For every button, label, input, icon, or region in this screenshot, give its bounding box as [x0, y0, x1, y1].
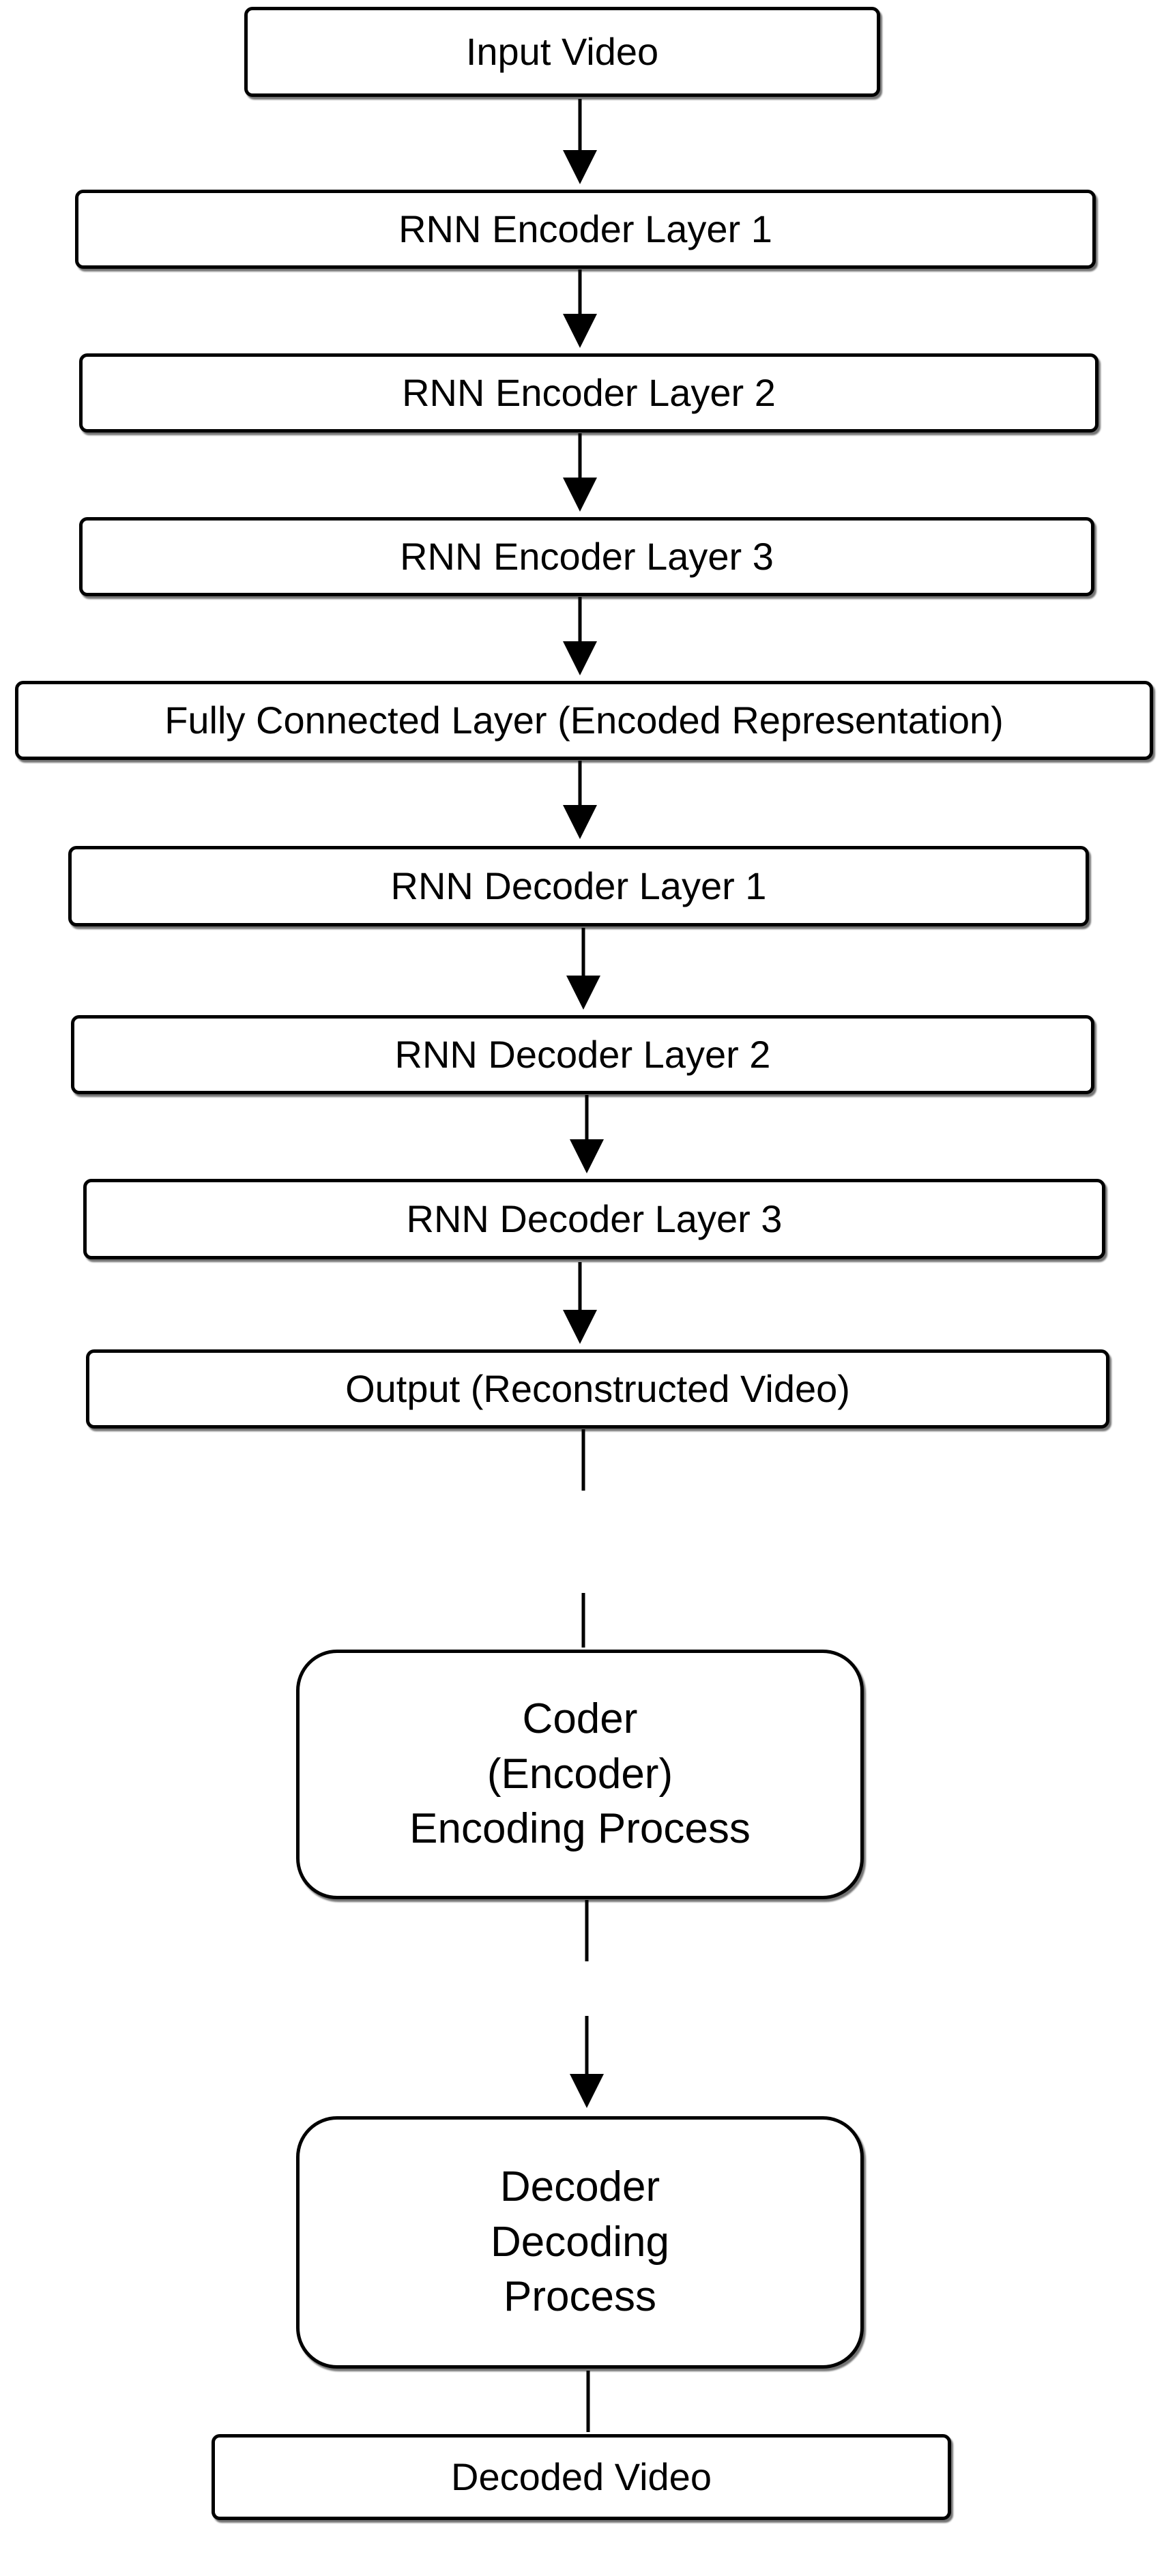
coder-label-line-3: Encoding Process: [409, 1805, 751, 1853]
fully-connected-layer-node: Fully Connected Layer (Encoded Represent…: [15, 681, 1153, 760]
rnn-decoder-layer-2-label: RNN Decoder Layer 2: [394, 1033, 771, 1077]
rnn-encoder-layer-2-node: RNN Encoder Layer 2: [79, 353, 1098, 433]
rnn-encoder-layer-2-label: RNN Encoder Layer 2: [402, 371, 776, 415]
rnn-encoder-layer-1-node: RNN Encoder Layer 1: [75, 190, 1096, 269]
decoded-video-label: Decoded Video: [451, 2455, 712, 2499]
rnn-decoder-layer-3-node: RNN Decoder Layer 3: [83, 1179, 1105, 1259]
output-reconstructed-video-node: Output (Reconstructed Video): [86, 1349, 1109, 1429]
decoder-decoding-process-node: Decoder Decoding Process: [296, 2116, 864, 2369]
rnn-encoder-layer-3-label: RNN Encoder Layer 3: [400, 535, 774, 579]
rnn-decoder-layer-1-node: RNN Decoder Layer 1: [68, 846, 1089, 926]
input-video-node: Input Video: [244, 7, 880, 97]
decoder-label-line-1: Decoder: [499, 2163, 660, 2211]
rnn-encoder-layer-1-label: RNN Encoder Layer 1: [398, 207, 772, 251]
rnn-decoder-layer-2-node: RNN Decoder Layer 2: [71, 1015, 1094, 1094]
coder-label-line-2: (Encoder): [486, 1750, 673, 1798]
rnn-decoder-layer-3-label: RNN Decoder Layer 3: [406, 1197, 783, 1241]
decoded-video-node: Decoded Video: [212, 2434, 951, 2520]
output-reconstructed-video-label: Output (Reconstructed Video): [345, 1367, 850, 1411]
input-video-label: Input Video: [465, 30, 659, 74]
decoder-label-line-3: Process: [504, 2273, 656, 2321]
coder-label-line-1: Coder: [522, 1695, 638, 1743]
coder-encoding-process-node: Coder (Encoder) Encoding Process: [296, 1650, 864, 1899]
fully-connected-layer-label: Fully Connected Layer (Encoded Represent…: [164, 699, 1004, 742]
decoder-label-line-2: Decoding: [491, 2218, 669, 2266]
rnn-decoder-layer-1-label: RNN Decoder Layer 1: [390, 864, 767, 908]
rnn-encoder-layer-3-node: RNN Encoder Layer 3: [79, 517, 1094, 596]
